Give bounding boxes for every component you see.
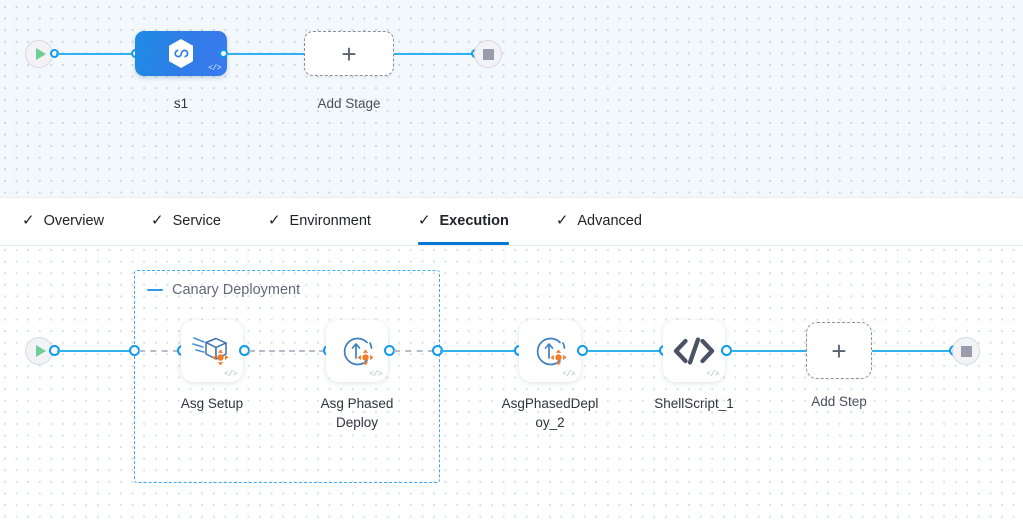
link-asg-setup-to-asg-phased-deploy — [249, 350, 325, 352]
link-stage-to-addstage — [226, 53, 306, 55]
step-label-shellscript-1: ShellScript_1 — [654, 396, 734, 411]
deployment-hexagon-icon — [167, 38, 195, 69]
add-step-label: Add Step — [811, 394, 867, 409]
asg-phased-deploy-icon — [343, 337, 374, 366]
stage-config-tabs: ✓ Overview ✓ Service ✓ Environment ✓ Exe… — [0, 197, 1023, 246]
tab-label: Advanced — [577, 212, 642, 229]
check-icon: ✓ — [555, 212, 569, 229]
tab-overview[interactable]: ✓ Overview — [22, 198, 104, 245]
scale-arrows-icon — [550, 349, 567, 366]
link-addstep-to-end — [872, 350, 954, 352]
code-badge-icon: </> — [706, 370, 719, 379]
step-label-asg-setup: Asg Setup — [180, 396, 244, 411]
tab-service[interactable]: ✓ Service — [151, 198, 221, 245]
step-group-canary-deployment[interactable] — [134, 270, 440, 483]
link-addstage-to-end — [394, 53, 476, 55]
add-stage-button[interactable]: + — [304, 31, 394, 76]
execution-canvas[interactable]: Canary Deployment — [0, 246, 1023, 521]
check-icon: ✓ — [417, 212, 431, 229]
step-node-asg-phased-deploy[interactable]: </> — [326, 320, 388, 382]
shell-script-code-icon — [673, 337, 715, 365]
link-start-to-stage — [56, 53, 136, 55]
link-group-to-asg-phased-deploy-2 — [440, 350, 518, 352]
asg-phased-deploy-icon — [536, 337, 567, 366]
play-icon — [35, 48, 46, 60]
stage-canvas[interactable]: </> s1 + Add Stage — [0, 0, 1023, 197]
step-node-shellscript-1[interactable]: </> — [663, 320, 725, 382]
tab-label: Execution — [439, 212, 509, 229]
stage-node-s1[interactable]: </> — [135, 31, 227, 76]
add-stage-label: Add Stage — [317, 96, 381, 111]
play-icon — [35, 345, 46, 357]
execution-end-node[interactable] — [952, 337, 980, 365]
code-badge-icon: </> — [224, 370, 237, 379]
step-node-asg-setup[interactable]: </> — [181, 320, 243, 382]
step-node-asg-phased-deploy-2[interactable]: </> — [519, 320, 581, 382]
add-step-button[interactable]: + — [806, 322, 872, 379]
code-badge-icon: </> — [562, 370, 575, 379]
stop-icon — [482, 48, 494, 60]
link-asg-phased-deploy-2-to-shellscript — [587, 350, 663, 352]
link-start-to-group — [57, 350, 133, 352]
code-badge-icon: </> — [208, 64, 221, 73]
tab-label: Overview — [43, 212, 105, 229]
tab-label: Environment — [289, 212, 371, 229]
plus-icon: + — [341, 38, 357, 69]
tab-label: Service — [172, 212, 221, 229]
link-group-to-asg-setup — [139, 350, 179, 352]
check-icon: ✓ — [151, 212, 164, 229]
link-asg-phased-deploy-to-group-exit — [394, 350, 434, 352]
stage-label: s1 — [173, 96, 189, 111]
stop-icon — [960, 345, 972, 357]
check-icon: ✓ — [267, 212, 281, 229]
code-badge-icon: </> — [369, 370, 382, 379]
pipeline-end-node[interactable] — [474, 40, 502, 68]
step-group-header[interactable]: Canary Deployment — [147, 282, 300, 298]
tab-advanced[interactable]: ✓ Advanced — [556, 198, 642, 245]
plus-icon: + — [831, 335, 847, 366]
tab-execution[interactable]: ✓ Execution — [417, 198, 509, 245]
step-group-title: Canary Deployment — [172, 282, 301, 298]
scale-arrows-icon — [212, 349, 229, 366]
link-shellscript-to-addstep — [731, 350, 808, 352]
minus-icon[interactable] — [147, 288, 163, 292]
step-label-asg-phased-deploy-2: AsgPhasedDepl oy_2 — [501, 396, 599, 430]
scale-arrows-icon — [357, 349, 374, 366]
step-label-asg-phased-deploy: Asg Phased Deploy — [320, 396, 394, 430]
pipeline-start-node[interactable] — [25, 40, 53, 68]
check-icon: ✓ — [22, 212, 35, 229]
asg-setup-package-icon — [192, 337, 229, 366]
tab-environment[interactable]: ✓ Environment — [268, 198, 371, 245]
